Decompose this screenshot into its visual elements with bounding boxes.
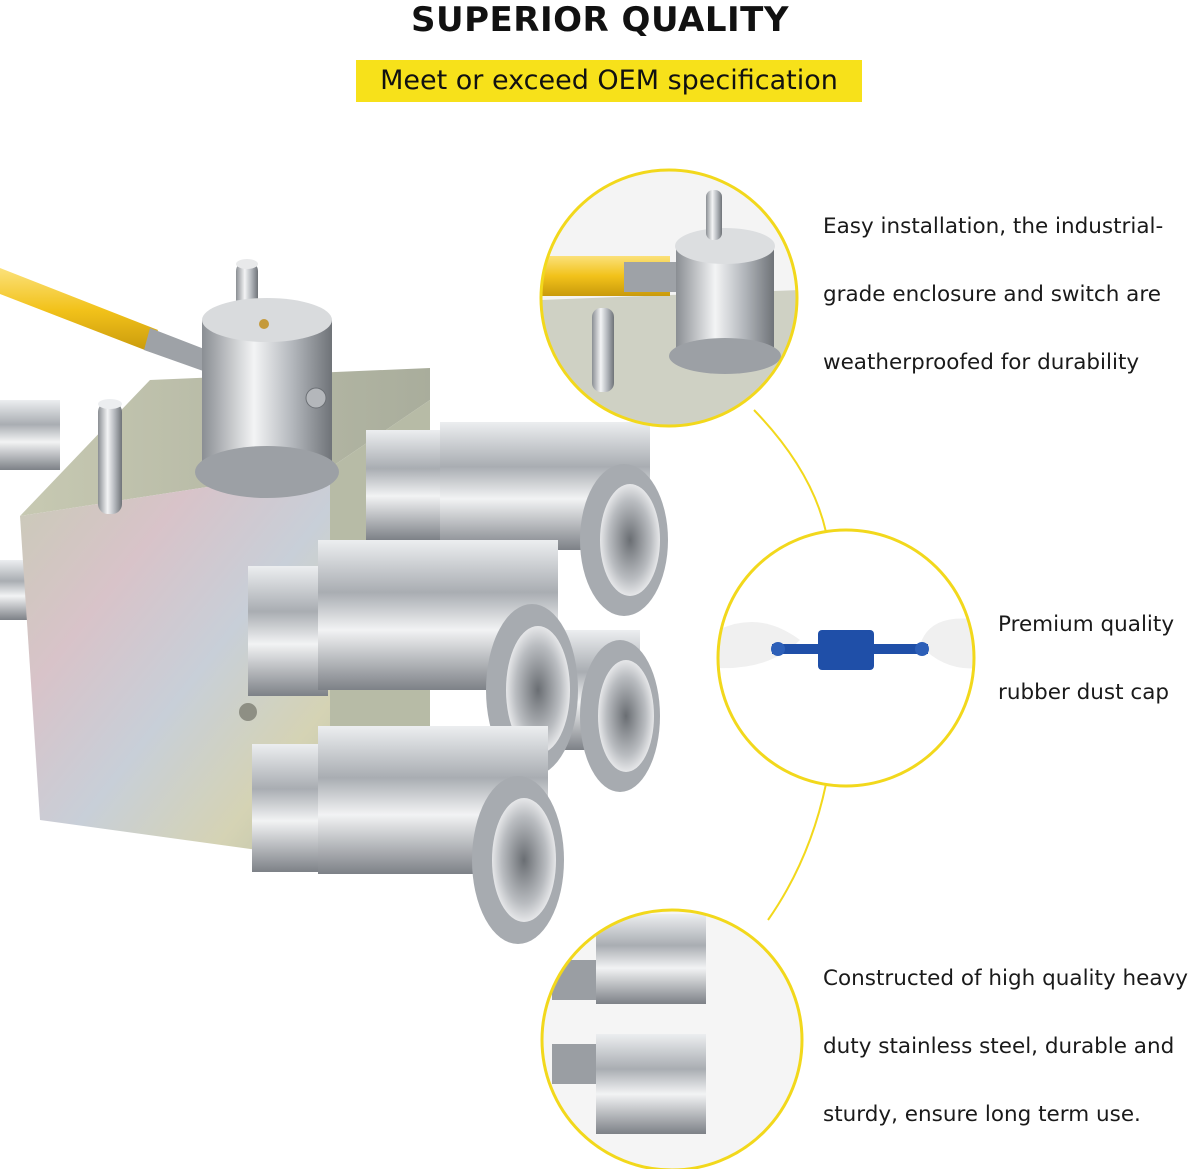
feature-line: rubber dust cap	[998, 680, 1170, 705]
coupler-top	[366, 422, 668, 616]
callout-connector	[767, 783, 827, 921]
feature-line: Constructed of high quality heavy	[823, 966, 1188, 991]
feature-line: grade enclosure and switch are	[823, 282, 1161, 307]
hydraulic-valve-assembly	[0, 259, 668, 944]
page-title: SUPERIOR QUALITY	[411, 0, 789, 40]
feature-stainless-steel-text: Constructed of high quality heavy duty s…	[823, 966, 1188, 1170]
callout-dust-cap	[716, 528, 976, 788]
feature-line: sturdy, ensure long term use.	[823, 1102, 1141, 1127]
feature-line: Easy installation, the industrial-	[823, 214, 1164, 239]
callout-steel-couplers	[540, 908, 804, 1169]
callout-switch-detail	[539, 168, 799, 428]
coupler-bottom	[252, 726, 564, 944]
page-subtitle: Meet or exceed OEM specification	[380, 65, 838, 96]
feature-installation-text: Easy installation, the industrial- grade…	[823, 214, 1163, 418]
feature-line: Premium quality	[998, 612, 1175, 637]
feature-line: weatherproofed for durability	[823, 350, 1140, 375]
feature-dust-cap-text: Premium quality rubber dust cap	[998, 612, 1174, 748]
subtitle-highlight	[356, 60, 862, 102]
callout-connector	[753, 409, 827, 533]
feature-line: duty stainless steel, durable and	[823, 1034, 1175, 1059]
